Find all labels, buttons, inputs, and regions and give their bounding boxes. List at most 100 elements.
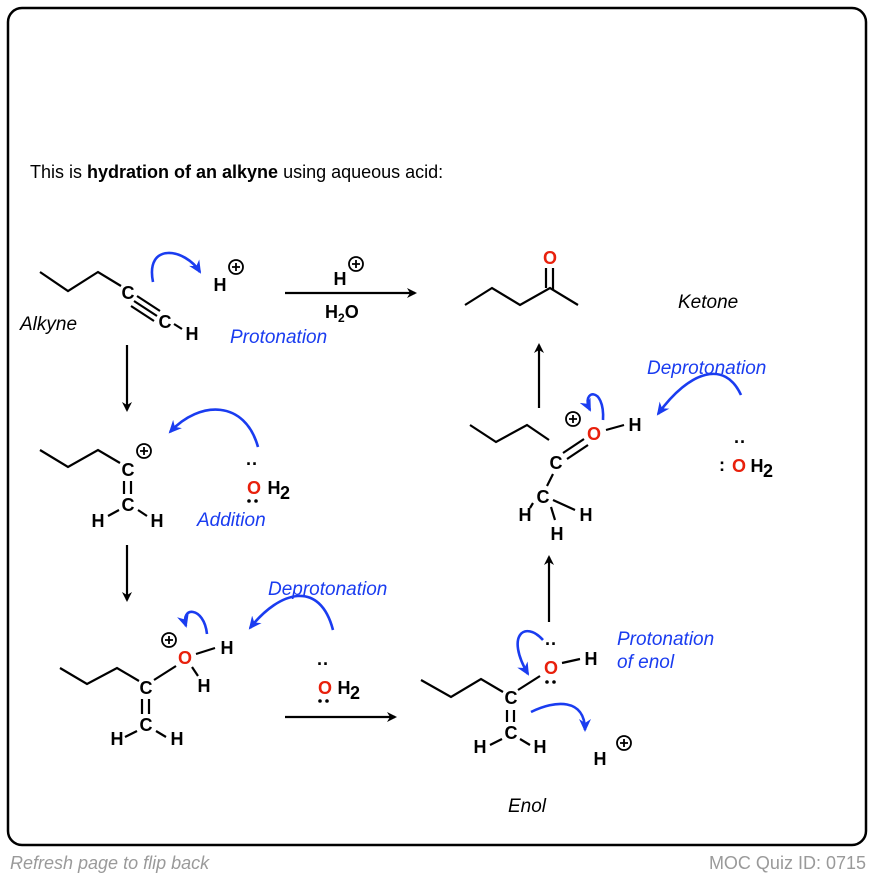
bond-line [107, 509, 120, 517]
bond-line [620, 739, 628, 747]
atom-label: H [338, 678, 351, 698]
atom-label: ·· [545, 634, 557, 654]
curved-arrow [248, 594, 335, 631]
atom-label: H [325, 302, 338, 322]
atom-label: using aqueous acid: [278, 162, 443, 182]
atom-label: H [580, 505, 593, 525]
curved-arrow [177, 610, 209, 635]
atom-label: H [268, 478, 281, 498]
atom-label: 2 [350, 683, 360, 703]
bond-line [195, 646, 216, 656]
curved-arrow [579, 393, 605, 421]
bond-line [137, 509, 148, 517]
atom-label: O [543, 248, 557, 268]
atom-label: H [92, 511, 105, 531]
bond-line [155, 730, 167, 738]
atom-label: O [544, 658, 558, 678]
bond-line [173, 323, 183, 330]
bond-line [562, 438, 585, 454]
enol-label: Enol [508, 796, 547, 817]
plus-charge-icon [348, 256, 364, 272]
bond-line [39, 448, 121, 469]
bond-line [529, 502, 534, 509]
atom-label: C [537, 487, 550, 507]
atom-label: 2 [763, 461, 773, 481]
bond-line [549, 506, 557, 521]
curved-arrow [168, 408, 260, 448]
alkyne-label: Alkyne [19, 314, 77, 335]
oxocarbenium-structure: C O H C H H H Deprotonation ·· : O H 2 [469, 358, 773, 544]
lone-pair-dot [247, 499, 251, 503]
bond-line [140, 447, 148, 455]
atom-label: ·· [246, 454, 258, 474]
plus-charge-icon [136, 443, 152, 459]
plus-charge-icon [161, 632, 177, 648]
atom-label: : [719, 455, 725, 475]
atom-label: This is [30, 162, 87, 182]
atom-label: H [214, 275, 227, 295]
plus-charge-icon [565, 411, 581, 427]
alkyne-structure: C C H Alkyne H [19, 251, 244, 344]
quiz-id: MOC Quiz ID: 0715 [709, 853, 866, 873]
ketone-structure: O Ketone [464, 248, 738, 313]
bond-line [569, 415, 577, 423]
protonation-enol-label-2: of enol [617, 652, 675, 673]
bond-line [165, 636, 173, 644]
atom-label: H [474, 737, 487, 757]
atom-label: ·· [734, 432, 746, 452]
flip-back-hint: Refresh page to flip back [10, 853, 210, 873]
bond-line [605, 423, 625, 432]
protonation-enol-label: Protonation [617, 629, 714, 650]
bond-line [519, 738, 531, 746]
lone-pair-dot [325, 699, 329, 703]
ketone-label: Ketone [678, 292, 738, 313]
protonation-label: Protonation [230, 327, 327, 348]
atom-label: ·· [317, 654, 329, 674]
deprotonation-label-2: Deprotonation [647, 358, 766, 379]
plus-charge-icon [616, 735, 632, 751]
atom-label: H [171, 729, 184, 749]
atom-label: C [122, 460, 135, 480]
atom-label: C [140, 678, 153, 698]
lone-pair-dot [552, 680, 556, 684]
atom-label: H [198, 676, 211, 696]
lone-pair-dot [545, 680, 549, 684]
bond-line [420, 677, 504, 699]
atom-label: H [186, 324, 199, 344]
bond-line [39, 270, 122, 293]
atom-label: O [178, 648, 192, 668]
curved-arrow [516, 629, 544, 676]
plus-charge-icon [228, 259, 244, 275]
flashcard-frame[interactable] [6, 6, 868, 847]
atom-label: O [732, 456, 746, 476]
bond-line [133, 300, 158, 317]
atom-label: H [111, 729, 124, 749]
atom-label: H [334, 269, 347, 289]
atom-label: H [594, 749, 607, 769]
atom-label: hydration of an alkyne [87, 162, 278, 182]
bond-line [464, 286, 579, 307]
addition-label: Addition [196, 510, 266, 531]
atom-label: O [318, 678, 332, 698]
deprotonation-label: Deprotonation [268, 579, 387, 600]
bond-line [517, 675, 541, 691]
protonated-enol-structure: C O H H C H H Deprotonation ·· O H 2 [59, 579, 387, 749]
bond-line [124, 730, 138, 738]
atom-label: C [122, 283, 135, 303]
bond-line [469, 423, 550, 444]
atom-label: H [221, 638, 234, 658]
curved-arrow [150, 251, 202, 283]
lone-pair-dot [318, 699, 322, 703]
vinyl-cation-structure: C C H H ·· O H 2 Addition [39, 408, 290, 531]
atom-label: C [505, 688, 518, 708]
atom-label: O [345, 302, 359, 322]
atom-label: H [751, 456, 764, 476]
atom-label: C [122, 495, 135, 515]
lone-pair-dot [254, 499, 258, 503]
atom-label: 2 [280, 483, 290, 503]
curved-arrow [530, 702, 591, 732]
atom-label: C [550, 453, 563, 473]
bond-line [59, 666, 140, 686]
atom-label: O [587, 424, 601, 444]
